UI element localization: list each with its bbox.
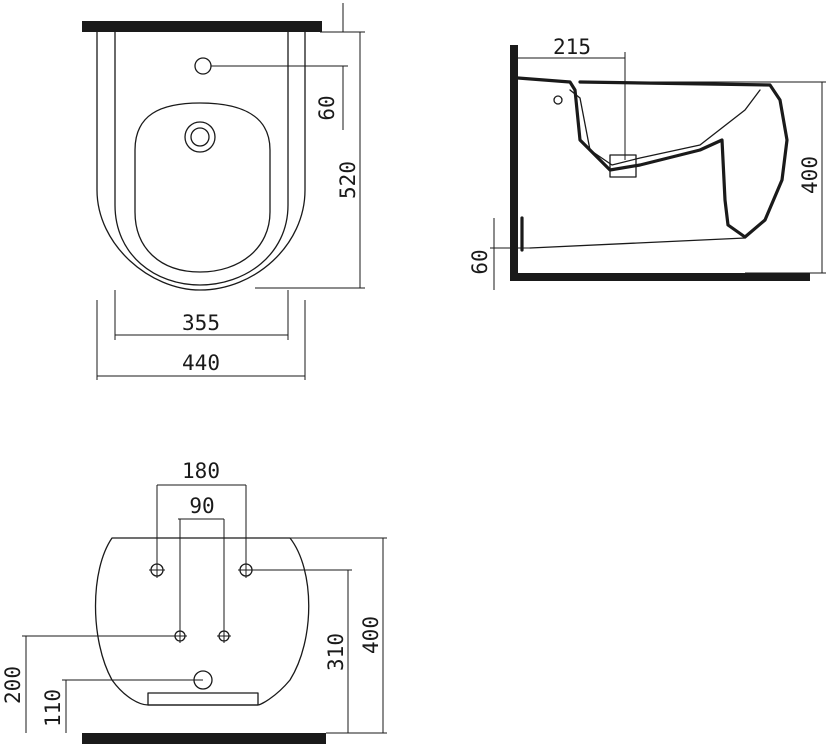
top-view-dim-440: 440 xyxy=(182,351,220,375)
side-view-body-outline xyxy=(516,76,789,239)
top-view-dim-520: 520 xyxy=(336,161,360,199)
side-view-tap-hole xyxy=(553,95,563,105)
top-view-inner-rim xyxy=(114,31,289,286)
side-view-base-line xyxy=(529,237,746,249)
side-view-dim-400: 400 xyxy=(798,156,822,194)
top-view-body-outline xyxy=(96,31,306,291)
side-view: 215 400 60 xyxy=(468,35,826,290)
top-view-drain-outer xyxy=(184,121,216,153)
back-view-dim-400: 400 xyxy=(359,616,383,654)
top-view-dim-355: 355 xyxy=(182,311,220,335)
top-view-drain-inner xyxy=(190,127,210,147)
top-view-dim-60: 60 xyxy=(315,95,339,120)
back-view-dim-180: 180 xyxy=(182,459,220,483)
side-view-drain xyxy=(609,154,637,178)
back-view-dim-200: 200 xyxy=(1,666,25,704)
top-view-wall-plate xyxy=(82,21,322,32)
side-view-dim-215: 215 xyxy=(553,35,591,59)
back-view-base xyxy=(147,692,259,706)
top-view-bowl xyxy=(134,102,271,273)
side-view-wall xyxy=(510,45,518,281)
top-view-tap-hole xyxy=(194,57,212,75)
back-view-dim-110: 110 xyxy=(41,689,65,727)
back-view-lower-right-hole xyxy=(217,629,231,643)
back-view: 180 90 400 310 200 110 xyxy=(1,459,387,744)
back-view-floor xyxy=(82,733,326,744)
side-view-floor xyxy=(510,273,810,281)
back-view-dim-90: 90 xyxy=(189,494,214,518)
top-view: 60 520 355 440 xyxy=(82,3,365,380)
side-view-dim-60: 60 xyxy=(468,249,492,274)
back-view-dim-310: 310 xyxy=(324,633,348,671)
side-view-inner-bowl xyxy=(569,89,761,166)
